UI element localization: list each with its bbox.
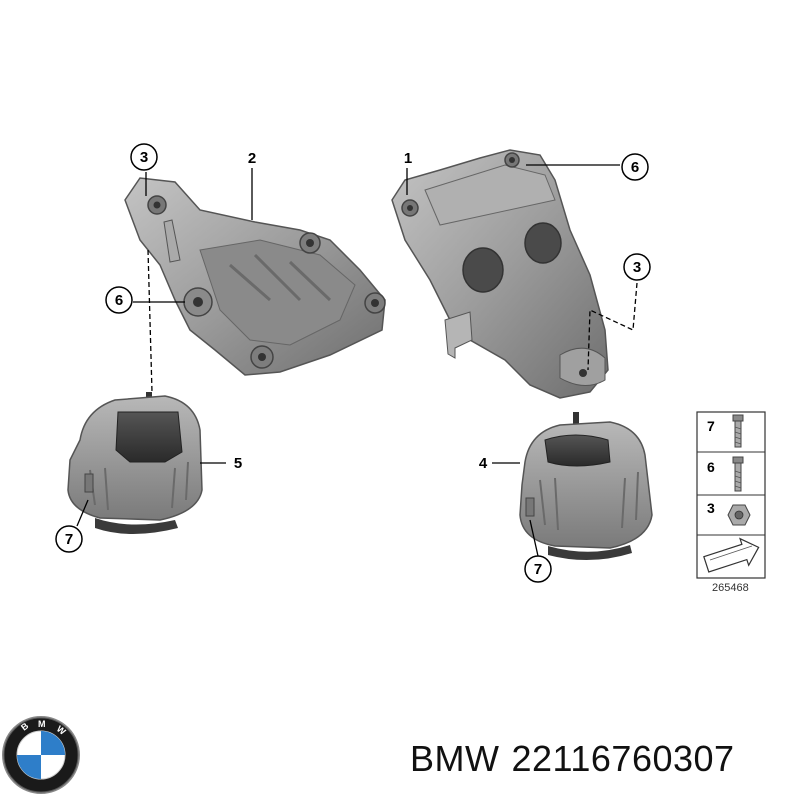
callout-5: 5	[234, 455, 242, 472]
callout-6a: 6	[105, 286, 133, 314]
bolt-short-icon	[732, 414, 744, 448]
part-number: 22116760307	[511, 738, 735, 779]
svg-text:1: 1	[404, 150, 412, 167]
leader-7a	[76, 499, 89, 527]
svg-text:M: M	[38, 719, 46, 729]
legend-item-6: 6	[707, 459, 715, 475]
bmw-roundel-icon: B M W	[2, 716, 80, 794]
engine-bracket-right	[391, 149, 609, 399]
fastener-legend: 7 6 3	[696, 411, 766, 579]
brand-name: BMW	[410, 738, 500, 779]
svg-text:7: 7	[65, 531, 73, 548]
callout-2: 2	[248, 150, 256, 167]
engine-mount-right	[519, 412, 653, 561]
diagram-reference-number: 265468	[712, 582, 749, 594]
engine-mount-left	[67, 392, 203, 534]
hex-nut-icon	[727, 504, 751, 526]
leader-3b	[587, 282, 638, 371]
svg-text:B: B	[19, 720, 31, 732]
part-caption: BMW 22116760307	[410, 738, 747, 780]
legend-item-3: 3	[707, 500, 715, 516]
callout-7a: 7	[55, 525, 83, 553]
bolt-long-icon	[732, 456, 744, 492]
svg-text:4: 4	[479, 455, 488, 472]
engine-bracket-left	[124, 177, 386, 376]
callout-3a: 3	[130, 143, 158, 171]
svg-text:3: 3	[633, 259, 641, 276]
leader-bolt-left	[147, 249, 153, 393]
direction-arrow-icon	[703, 537, 760, 573]
leader-lines	[76, 164, 638, 557]
callout-1: 1	[404, 150, 412, 167]
svg-text:5: 5	[234, 455, 242, 472]
callout-3b: 3	[623, 253, 651, 281]
callout-6b: 6	[621, 153, 649, 181]
svg-text:6: 6	[115, 292, 123, 309]
svg-text:3: 3	[140, 149, 148, 166]
callout-7b: 7	[524, 555, 552, 583]
svg-text:2: 2	[248, 150, 256, 167]
callout-4: 4	[479, 455, 488, 472]
svg-text:6: 6	[631, 159, 639, 176]
leader-7b	[529, 519, 539, 557]
svg-text:7: 7	[534, 561, 542, 578]
legend-item-7: 7	[707, 418, 715, 434]
